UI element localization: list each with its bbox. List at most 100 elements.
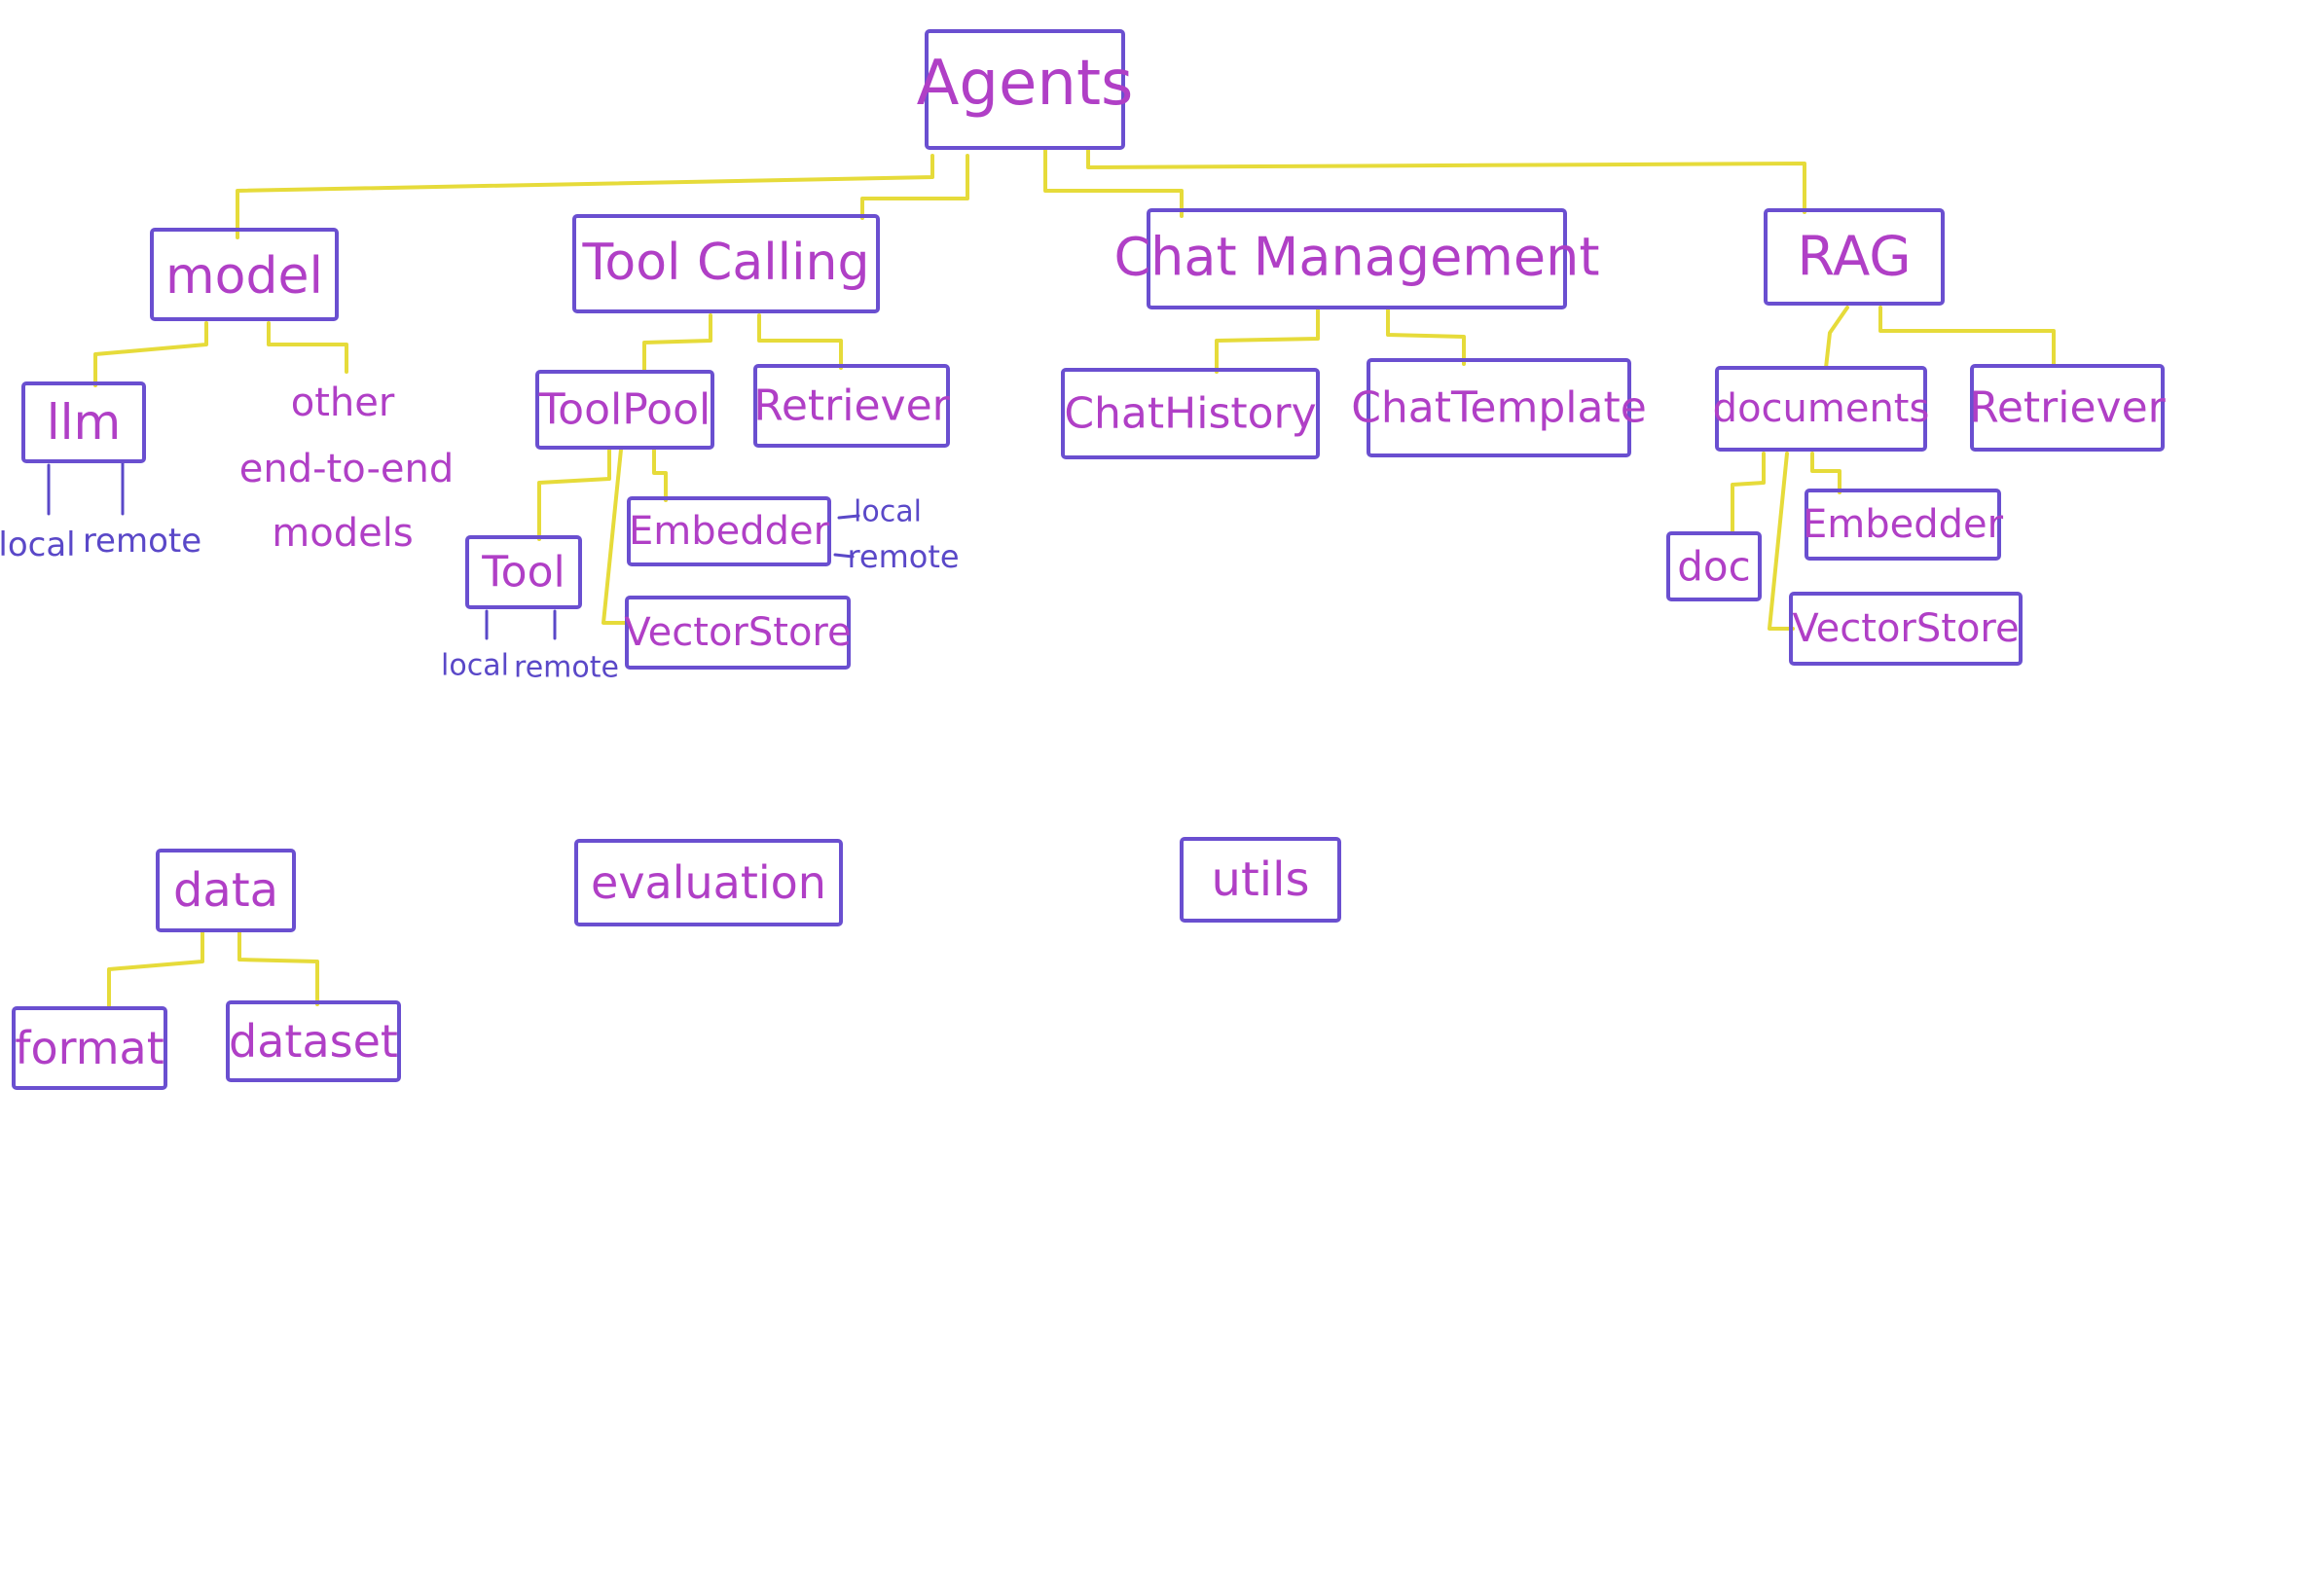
toolpool-label: ToolPool <box>538 385 711 435</box>
chat-history-label: ChatHistory <box>1064 389 1316 439</box>
connector-documents-vectorstore <box>1768 452 1795 631</box>
vectorstore-toolcalling-label: VectorStore <box>624 610 851 655</box>
evaluation-box <box>574 839 843 926</box>
node-format[interactable]: format <box>12 1006 167 1090</box>
format-box <box>12 1006 167 1090</box>
connector-agents-model <box>236 154 934 239</box>
node-other-models: other end-to-end models <box>239 381 454 556</box>
connector-agents-rag <box>1086 146 1806 214</box>
node-embedder-rag[interactable]: Embedder <box>1803 489 2004 561</box>
embedder-rag-box <box>1805 489 2001 561</box>
connector-toolcalling-retriever <box>757 313 843 370</box>
connector-toolpool-tool <box>537 448 611 541</box>
retriever-toolcalling-box <box>753 364 950 448</box>
connector-data-dataset <box>237 928 319 1006</box>
leaf-embedder-local: local <box>854 495 922 529</box>
format-label: format <box>15 1022 164 1074</box>
tick-embedder-remote <box>833 553 855 559</box>
node-chat-history[interactable]: ChatHistory <box>1061 368 1320 459</box>
node-tool-calling[interactable]: Tool Calling <box>572 214 880 313</box>
node-toolpool[interactable]: ToolPool <box>535 370 714 450</box>
node-data[interactable]: data <box>156 849 296 932</box>
utils-box <box>1180 837 1341 923</box>
node-retriever-toolcalling[interactable]: Retriever <box>753 364 951 448</box>
connector-model-other <box>267 321 348 374</box>
agents-label: Agents <box>917 48 1134 120</box>
connector-toolcalling-toolpool <box>642 313 712 374</box>
data-box <box>156 849 296 932</box>
rag-box <box>1764 208 1945 306</box>
embedder-toolcalling-box <box>627 496 831 566</box>
embedder-toolcalling-label: Embedder <box>629 509 830 554</box>
documents-box <box>1715 366 1927 452</box>
chat-management-box <box>1147 208 1567 309</box>
dataset-label: dataset <box>229 1015 398 1068</box>
node-tool[interactable]: Tool <box>465 535 582 609</box>
chat-template-label: ChatTemplate <box>1351 383 1647 433</box>
connector-agents-tool-calling <box>860 154 969 220</box>
connector-data-format <box>107 928 204 1010</box>
connector-toolpool-vectorstore <box>602 448 631 625</box>
chat-history-box <box>1061 368 1320 459</box>
retriever-toolcalling-label: Retriever <box>753 381 950 431</box>
utils-label: utils <box>1212 852 1310 907</box>
leaf-llm-remote: remote <box>83 522 201 561</box>
node-vectorstore-rag[interactable]: VectorStore <box>1789 592 2023 666</box>
embedder-rag-label: Embedder <box>1803 502 2004 547</box>
tool-calling-label: Tool Calling <box>581 234 869 292</box>
tool-label: Tool <box>481 548 565 598</box>
llm-label: llm <box>47 394 122 451</box>
tick-embedder-local <box>837 514 860 520</box>
connector-toolpool-embedder <box>652 448 668 502</box>
other-models-label-3: models <box>272 511 413 556</box>
node-model[interactable]: model <box>150 228 339 321</box>
rag-label: RAG <box>1797 226 1911 289</box>
leaf-embedder-remote: remote <box>847 538 959 575</box>
node-chat-management[interactable]: Chat Management <box>1113 208 1600 309</box>
retriever-rag-label: Retriever <box>1969 383 2166 433</box>
leaf-llm-local: local <box>0 526 76 564</box>
leaf-tool-remote: remote <box>514 651 619 685</box>
evaluation-label: evaluation <box>591 856 826 909</box>
other-models-label-2: end-to-end <box>239 447 454 491</box>
connector-documents-embedder <box>1810 452 1841 494</box>
connector-chatmgmt-chathistory <box>1215 308 1320 374</box>
node-agents[interactable]: Agents <box>917 29 1134 150</box>
tool-box <box>465 535 582 609</box>
node-llm[interactable]: llm <box>21 381 146 463</box>
data-label: data <box>173 863 278 918</box>
doc-box <box>1666 531 1762 601</box>
node-embedder-toolcalling[interactable]: Embedder <box>627 496 831 566</box>
doc-label: doc <box>1677 543 1750 591</box>
dataset-box <box>226 1000 401 1082</box>
connector-rag-documents <box>1824 306 1849 370</box>
node-documents[interactable]: documents <box>1713 366 1930 452</box>
connectors <box>93 146 2056 1010</box>
toolpool-box <box>535 370 714 450</box>
connector-model-llm <box>93 321 208 387</box>
retriever-rag-box <box>1970 364 2165 452</box>
node-dataset[interactable]: dataset <box>226 1000 401 1082</box>
tool-calling-box <box>572 214 880 313</box>
leaf-labels: local remote local remote local remote <box>0 495 960 685</box>
model-box <box>150 228 339 321</box>
documents-label: documents <box>1713 386 1930 431</box>
connector-chatmgmt-chattemplate <box>1386 308 1466 366</box>
vectorstore-toolcalling-box <box>625 596 851 670</box>
llm-box <box>21 381 146 463</box>
node-doc[interactable]: doc <box>1666 531 1762 601</box>
chat-template-box <box>1367 358 1631 457</box>
leaf-ticks <box>47 461 860 640</box>
model-label: model <box>165 247 323 306</box>
connector-rag-retriever <box>1878 306 2056 368</box>
leaf-tool-local: local <box>441 649 509 683</box>
node-vectorstore-toolcalling[interactable]: VectorStore <box>624 596 852 670</box>
node-evaluation[interactable]: evaluation <box>574 839 843 926</box>
node-retriever-rag[interactable]: Retriever <box>1969 364 2167 452</box>
node-rag[interactable]: RAG <box>1764 208 1945 306</box>
node-utils[interactable]: utils <box>1180 837 1341 923</box>
other-models-label-1: other <box>291 381 395 425</box>
node-chat-template[interactable]: ChatTemplate <box>1351 358 1647 457</box>
agents-box <box>925 29 1125 150</box>
